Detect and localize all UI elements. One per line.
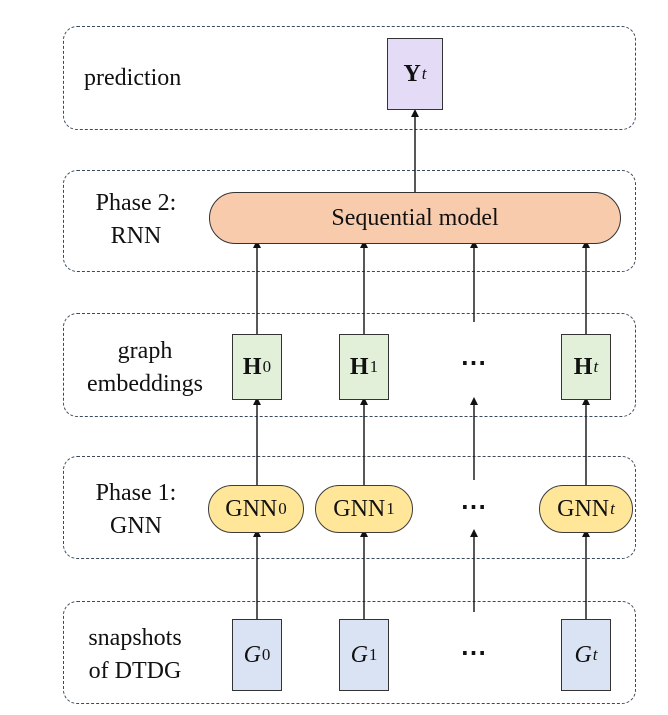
snapshots-label: snapshots of DTDG <box>88 625 182 684</box>
gnn-band <box>63 456 636 559</box>
gnn-phase-label: Phase 1: GNN <box>95 480 177 539</box>
rnn-phase-label: Phase 2: RNN <box>95 190 177 249</box>
prediction-band <box>63 26 636 130</box>
snapshots-band <box>63 601 636 704</box>
embedding-ellipsis: ⋯ <box>460 348 488 377</box>
rnn-band <box>63 170 636 272</box>
sequential-model-node: Sequential model <box>209 192 621 244</box>
embeddings-label: graph embeddings <box>87 338 203 397</box>
prediction-label: prediction <box>84 65 182 91</box>
snapshot-ellipsis: ⋯ <box>460 638 488 667</box>
gnn-ellipsis: ⋯ <box>460 492 488 521</box>
embeddings-band <box>63 313 636 417</box>
